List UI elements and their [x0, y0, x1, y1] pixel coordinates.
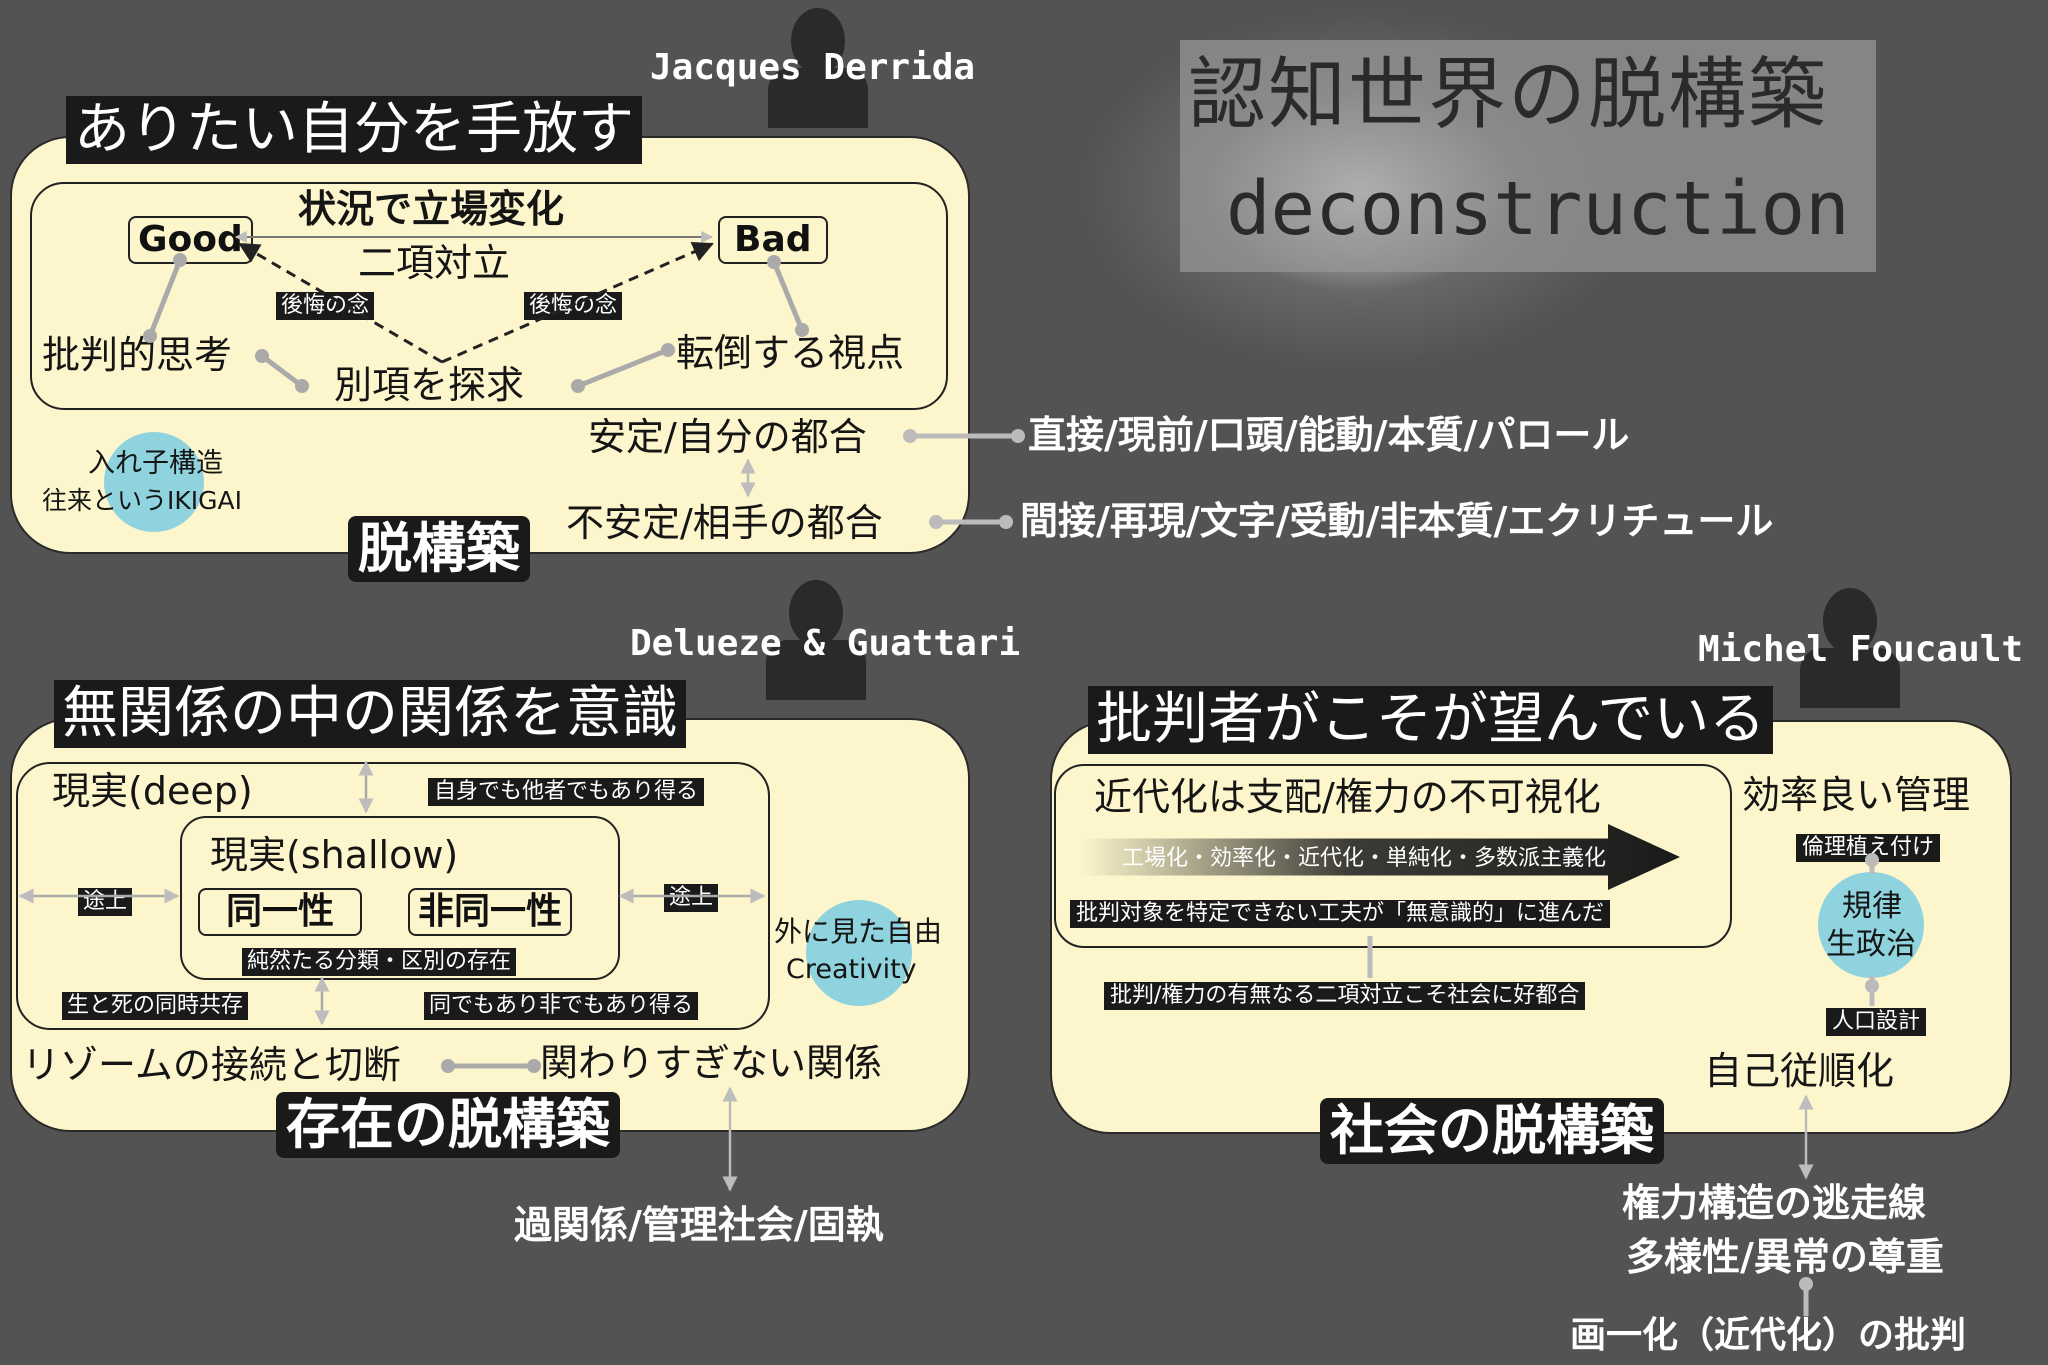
self-other-label: 自身でも他者でもあり得る — [428, 778, 705, 806]
derrida-heading: ありたい自分を手放す — [66, 96, 642, 164]
modern-box — [1054, 764, 1732, 948]
name-foucault: Michel Foucault — [1698, 629, 2024, 670]
foucault-footer: 社会の脱構築 — [1320, 1098, 1664, 1164]
critical-thinking: 批判的思考 — [42, 333, 233, 377]
non-identity-box: 非同一性 — [408, 888, 573, 936]
population-label: 人口設計 — [1826, 1008, 1927, 1036]
efficient-label: 効率良い管理 — [1742, 773, 1971, 817]
stable-label: 安定/自分の都合 — [588, 415, 867, 459]
situation-label: 状況で立場変化 — [298, 187, 565, 231]
regret-left: 後悔の念 — [276, 292, 375, 320]
not-too-much-label: 関わりすぎない関係 — [540, 1041, 883, 1085]
life-death: 生と死の同時共存 — [62, 992, 249, 1020]
unstable-label: 不安定/相手の都合 — [566, 501, 883, 545]
derrida-circle-line2: 往来というIKIGAI — [42, 486, 242, 515]
deleuze-circle-line1: 外に見た自由 — [774, 915, 943, 948]
diversity-line: 多様性/異常の尊重 — [1626, 1235, 1944, 1279]
way-left: 途上 — [78, 888, 133, 916]
alternative: 別項を探求 — [334, 363, 525, 407]
escape-line: 権力構造の逃走線 — [1622, 1181, 1927, 1225]
bad-box: Bad — [718, 216, 828, 264]
person-icon-derrida — [768, 8, 868, 128]
same-not: 同でもあり非でもあり得る — [424, 992, 699, 1020]
unconscious-label: 批判対象を特定できない工夫が「無意識的」に進んだ — [1070, 900, 1611, 928]
person-icon-foucault — [1800, 588, 1900, 708]
deep-label: 現実(deep) — [52, 769, 253, 813]
title-box — [1180, 40, 1876, 272]
good-box: Good — [128, 216, 253, 264]
foucault-binary: 批判/権力の有無なる二項対立こそ社会に好都合 — [1104, 982, 1586, 1010]
uniform-line: 画一化（近代化）の批判 — [1570, 1315, 1967, 1356]
derrida-circle-line1: 入れ子構造 — [88, 448, 223, 479]
regret-right: 後悔の念 — [524, 292, 623, 320]
title-en: deconstruction — [1226, 166, 1850, 252]
deleuze-footer: 存在の脱構築 — [276, 1092, 620, 1158]
self-obedience: 自己従順化 — [1704, 1049, 1895, 1093]
deleuze-heading: 無関係の中の関係を意識 — [54, 680, 686, 748]
foucault-heading: 批判者がこそが望んでいる — [1088, 686, 1774, 754]
pure-classification: 純然たる分類・区別の存在 — [242, 948, 517, 976]
modern-label: 近代化は支配/権力の不可視化 — [1094, 775, 1601, 819]
over-relation: 過関係/管理社会/固執 — [514, 1203, 884, 1247]
ethics-label: 倫理植え付け — [1796, 834, 1941, 862]
binary-label: 二項対立 — [358, 241, 511, 285]
identity-box: 同一性 — [198, 888, 363, 936]
parole-line: 直接/現前/口頭/能動/本質/パロール — [1028, 413, 1630, 457]
deleuze-circle — [806, 900, 912, 1006]
foucault-circle-line2: 生政治 — [1826, 927, 1916, 962]
name-derrida: Jacques Derrida — [650, 47, 976, 88]
person-icon-deleuze — [766, 580, 866, 700]
derrida-footer: 脱構築 — [348, 516, 530, 582]
ecriture-line: 間接/再現/文字/受動/非本質/エクリチュール — [1020, 499, 1774, 543]
rhizome-label: リゾームの接続と切断 — [22, 1043, 401, 1087]
way-right: 途上 — [664, 884, 719, 912]
foucault-circle-line1: 規律 — [1842, 889, 1902, 924]
derrida-circle — [104, 432, 204, 532]
deleuze-circle-line2: Creativity — [786, 954, 917, 985]
modern-arrow-text: 工場化・効率化・近代化・単純化・多数派主義化 — [1122, 846, 1607, 871]
name-deleuze: Delueze & Guattari — [630, 623, 1021, 664]
derrida-inner-box — [30, 182, 948, 410]
foucault-circle — [1818, 872, 1924, 978]
inversion-view: 転倒する視点 — [676, 331, 905, 375]
shallow-label: 現実(shallow) — [210, 833, 459, 877]
deep-box — [16, 762, 770, 1030]
title-jp: 認知世界の脱構築 — [1188, 50, 1829, 140]
